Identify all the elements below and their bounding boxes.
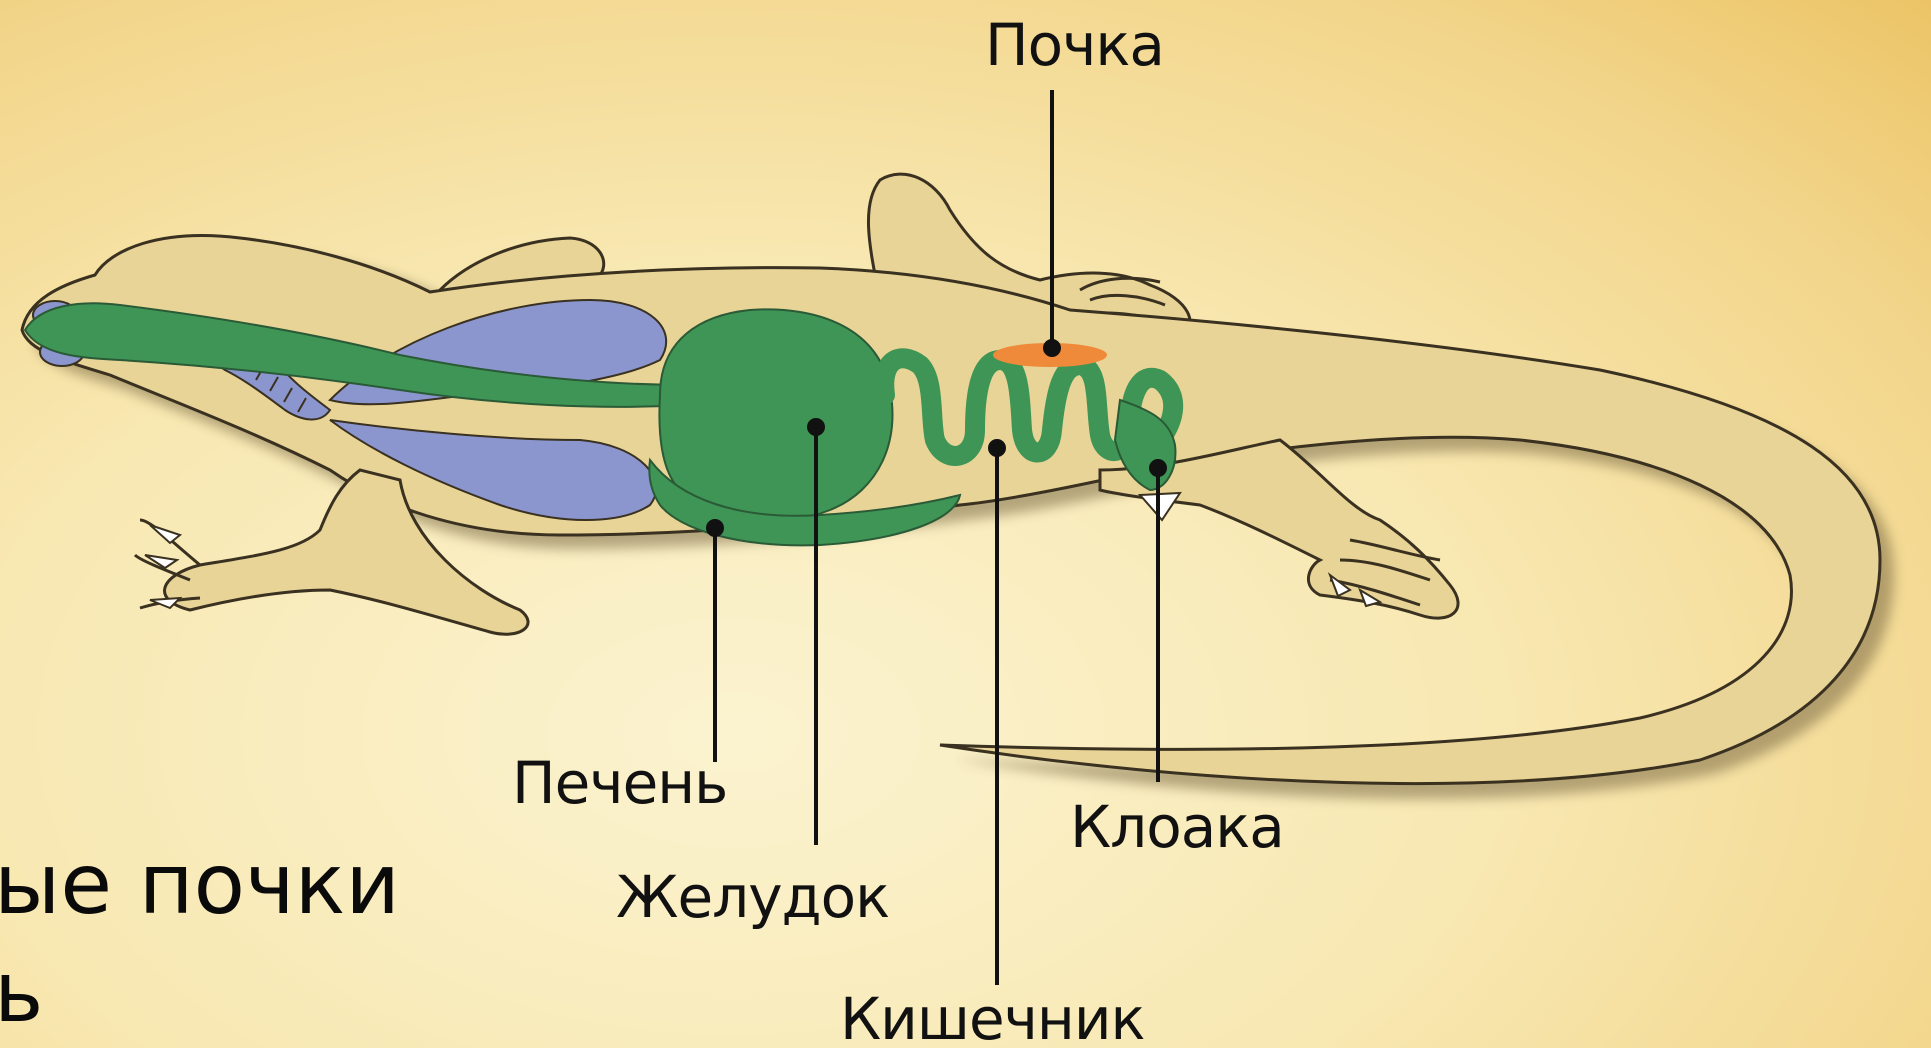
slide-text-line2: ь (0, 950, 44, 1034)
liver-label: Печень (512, 754, 727, 812)
slide-text-line1: ые почки (0, 842, 400, 926)
intestine-label: Кишечник (840, 990, 1145, 1048)
stomach (659, 309, 892, 520)
cloaca-label: Клоака (1070, 798, 1284, 856)
stomach-label: Желудок (616, 868, 889, 926)
kidney-label: Почка (985, 16, 1164, 74)
